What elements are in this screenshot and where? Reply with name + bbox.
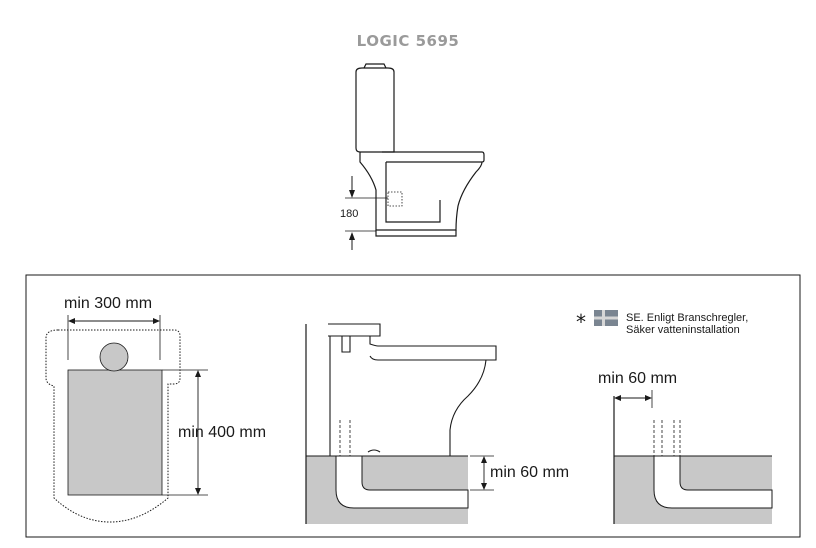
section-view	[305, 323, 497, 524]
wall-clearance-label: min 60 mm	[598, 370, 678, 387]
detail-panel-frame	[25, 274, 801, 538]
plan-toilet-area	[67, 369, 163, 496]
bowl-inner-line	[385, 162, 441, 223]
cistern-outline	[355, 67, 395, 153]
floor-clearance-label: min 60 mm	[490, 464, 570, 481]
plan-outlet-circle	[99, 342, 129, 372]
bowl-outline	[359, 152, 483, 231]
footnote-line1: SE. Enligt Branschregler,	[626, 312, 749, 324]
plan-depth-label: min 400 mm	[178, 424, 267, 441]
footnote-marker: *	[576, 310, 586, 334]
toilet-side-view	[345, 63, 485, 250]
footnote-text: SE. Enligt Branschregler, Säker vattenin…	[626, 312, 748, 336]
plan-view	[45, 315, 208, 523]
drain-pipe-se	[653, 455, 773, 509]
footnote-line2: Säker vatteninstallation	[626, 324, 740, 336]
section-seat	[369, 336, 497, 361]
foot-line	[375, 230, 457, 237]
plan-outer-dotted	[45, 329, 181, 523]
seat-outline	[382, 151, 485, 163]
drain-pipe	[335, 455, 469, 509]
flush-button	[363, 63, 387, 69]
swedish-flag-icon	[594, 310, 618, 326]
section-cistern	[328, 323, 381, 337]
plan-width-label: min 300 mm	[64, 295, 153, 312]
outlet-dotted	[387, 191, 403, 207]
se-variant-view	[594, 310, 773, 524]
height-dimension-label: 180	[340, 208, 359, 220]
product-title: LOGIC 5695	[356, 32, 460, 50]
section-bowl	[449, 359, 487, 456]
